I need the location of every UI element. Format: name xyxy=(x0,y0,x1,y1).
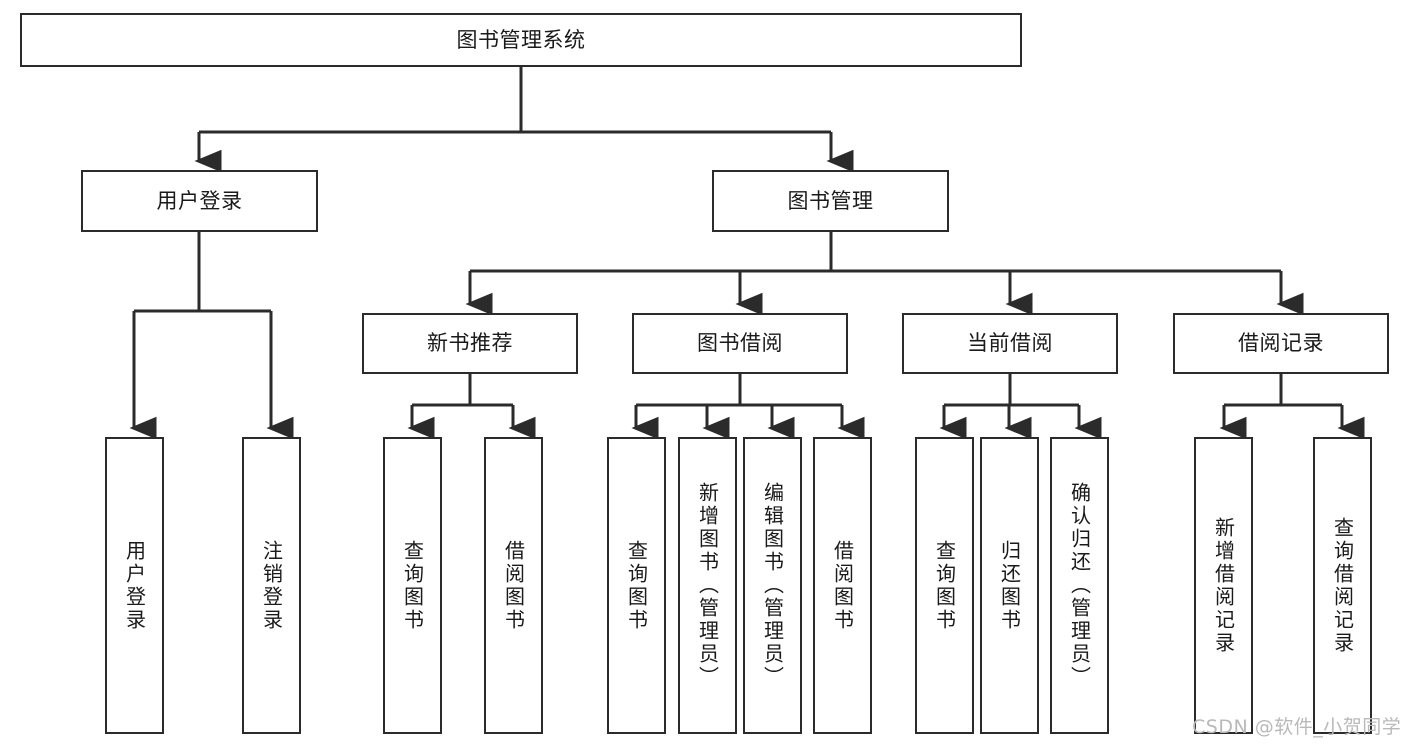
node-leaf-query-record[interactable]: 查询借阅记录 xyxy=(1313,437,1372,734)
node-leaf-user-login-label: 用户登录 xyxy=(122,539,147,632)
node-leaf-borrow-book-2-label: 借阅图书 xyxy=(830,539,855,632)
node-root-label: 图书管理系统 xyxy=(456,27,586,52)
node-leaf-query-book-3-label: 查询图书 xyxy=(932,539,957,632)
node-leaf-edit-book-label: 编辑图书（管理员） xyxy=(760,482,785,689)
node-current-borrow-label: 当前借阅 xyxy=(967,331,1053,356)
node-user-login-label: 用户登录 xyxy=(156,188,243,213)
node-root[interactable]: 图书管理系统 xyxy=(20,13,1022,67)
node-leaf-query-book-3[interactable]: 查询图书 xyxy=(915,437,974,734)
node-leaf-query-record-label: 查询借阅记录 xyxy=(1330,516,1355,655)
node-book-borrow[interactable]: 图书借阅 xyxy=(632,313,848,374)
node-leaf-edit-book[interactable]: 编辑图书（管理员） xyxy=(743,437,802,734)
node-borrow-record[interactable]: 借阅记录 xyxy=(1173,313,1389,374)
node-leaf-return-book[interactable]: 归还图书 xyxy=(980,437,1039,734)
node-leaf-add-book[interactable]: 新增图书（管理员） xyxy=(678,437,737,734)
node-leaf-add-record[interactable]: 新增借阅记录 xyxy=(1194,437,1253,734)
node-new-book-rec[interactable]: 新书推荐 xyxy=(362,313,578,374)
node-leaf-return-book-label: 归还图书 xyxy=(997,539,1022,632)
node-leaf-confirm-return-label: 确认归还（管理员） xyxy=(1067,482,1092,689)
node-leaf-borrow-book-1-label: 借阅图书 xyxy=(501,539,526,632)
node-leaf-borrow-book-1[interactable]: 借阅图书 xyxy=(484,437,543,734)
node-book-manage-label: 图书管理 xyxy=(787,188,874,213)
node-book-borrow-label: 图书借阅 xyxy=(697,331,783,356)
node-leaf-borrow-book-2[interactable]: 借阅图书 xyxy=(813,437,872,734)
node-leaf-confirm-return[interactable]: 确认归还（管理员） xyxy=(1050,437,1109,734)
node-new-book-rec-label: 新书推荐 xyxy=(427,331,513,356)
node-leaf-logout[interactable]: 注销登录 xyxy=(242,437,301,734)
node-leaf-user-login[interactable]: 用户登录 xyxy=(105,437,164,734)
node-book-manage[interactable]: 图书管理 xyxy=(712,170,949,232)
node-leaf-add-record-label: 新增借阅记录 xyxy=(1211,516,1236,655)
node-leaf-query-book-1-label: 查询图书 xyxy=(400,539,425,632)
node-leaf-logout-label: 注销登录 xyxy=(259,539,284,632)
node-leaf-query-book-2[interactable]: 查询图书 xyxy=(607,437,666,734)
node-leaf-add-book-label: 新增图书（管理员） xyxy=(695,482,720,689)
node-user-login[interactable]: 用户登录 xyxy=(81,170,318,232)
node-leaf-query-book-1[interactable]: 查询图书 xyxy=(383,437,442,734)
node-current-borrow[interactable]: 当前借阅 xyxy=(902,313,1118,374)
node-leaf-query-book-2-label: 查询图书 xyxy=(624,539,649,632)
node-borrow-record-label: 借阅记录 xyxy=(1238,331,1324,356)
